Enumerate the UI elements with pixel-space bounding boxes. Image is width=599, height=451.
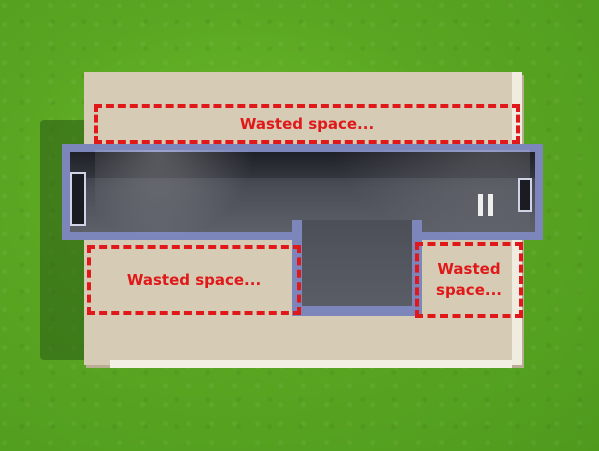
window-icon[interactable]: [518, 178, 532, 212]
annotation-label: Wasted space...: [436, 260, 502, 299]
wasted-space-annotation-left: Wasted space...: [87, 245, 301, 315]
wasted-space-annotation-right: Wasted space...: [415, 242, 523, 318]
wall-light-icon[interactable]: [478, 194, 496, 216]
room-back-wall: [70, 152, 535, 178]
wasted-space-annotation-top: Wasted space...: [94, 104, 520, 144]
bay-alcove[interactable]: [292, 220, 422, 316]
annotation-label: Wasted space...: [239, 114, 375, 133]
annotation-label: Wasted space...: [126, 270, 262, 289]
roof-edge-bottom: [110, 360, 512, 368]
wall-light-bar: [478, 194, 483, 216]
wall-light-bar: [488, 194, 493, 216]
room-light: [95, 150, 255, 240]
window-icon[interactable]: [70, 172, 86, 226]
